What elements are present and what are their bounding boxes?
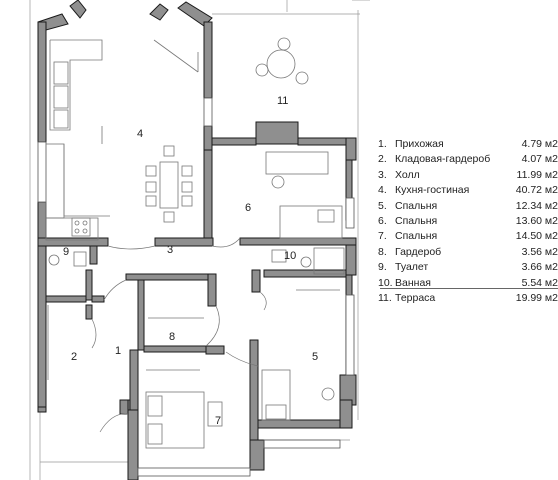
legend-room-area: 19.99 м2: [515, 291, 558, 304]
legend-room-area: 4.07 м2: [521, 153, 558, 166]
legend-row: 10.Ванная 5.54 м2: [378, 277, 558, 292]
legend-room-area: 13.60 м2: [515, 214, 558, 227]
legend-room-name: Спальня: [395, 230, 438, 243]
legend-row: 4. Кухня-гостиная 40.72 м2: [378, 184, 558, 199]
legend-room-name: Кладовая-гардероб: [395, 153, 491, 166]
legend-number: 6.: [378, 214, 387, 227]
legend-room-name: Туалет: [395, 261, 429, 274]
legend-number: 3.: [378, 168, 387, 181]
legend-room-area: 40.72 м2: [515, 184, 558, 197]
guide-lines: [29, 0, 370, 480]
legend-number: 9.: [378, 261, 387, 274]
legend-room-area: 3.56 м2: [521, 245, 558, 258]
legend-row: 1. Прихожая 4.79 м2: [378, 138, 558, 153]
room-number: 9: [63, 246, 69, 258]
legend-room-name: Спальня: [395, 199, 438, 212]
legend-number: 11.: [378, 291, 392, 304]
dimension-label: 16800: [0, 212, 2, 238]
legend-room-area: 12.34 м2: [515, 199, 558, 212]
room-number: 1: [115, 345, 121, 357]
legend-room-name: Терраса: [395, 291, 436, 304]
legend-number: 1.: [378, 138, 387, 150]
room-number: 3: [167, 244, 173, 256]
doors: [91, 237, 267, 433]
legend-room-name: Кухня-гостиная: [395, 184, 470, 197]
legend-room-name: Гардероб: [395, 245, 442, 258]
room-number: 2: [71, 351, 77, 363]
legend-row: 2. Кладовая-гардероб 4.07 м2: [378, 153, 558, 168]
room-number: 6: [245, 202, 251, 214]
legend-row: 8. Гардероб 3.56 м2: [378, 246, 558, 261]
room-number: 5: [312, 351, 318, 363]
legend-number: 5.: [378, 199, 387, 212]
legend-row: 9. Туалет 3.66 м2: [378, 261, 558, 276]
legend-room-name: Спальня: [395, 214, 438, 227]
room-number: 7: [215, 415, 221, 427]
legend-room-name: Прихожая: [395, 138, 444, 150]
room-numbers: 1 2 3 4 5 6 7 8 9 10 11: [63, 95, 318, 427]
legend-room-area: 11.99 м2: [516, 168, 558, 181]
windows: [37, 97, 355, 477]
legend-room-area: 5.54 м2: [521, 276, 558, 289]
legend-number: 8.: [378, 245, 387, 258]
legend-room-name: Ванная: [395, 276, 431, 289]
legend-row: 5. Спальня 12.34 м2: [378, 200, 558, 215]
walls: [37, 0, 357, 480]
room-number: 4: [137, 128, 143, 140]
room-number: 10: [284, 250, 296, 262]
room-legend: 1. Прихожая 4.79 м2 2. Кладовая-гардероб 4.07…: [378, 138, 558, 307]
legend-room-name: Холл: [395, 168, 420, 181]
legend-row: 3. Холл 11.99 м2: [378, 169, 558, 184]
legend-row: 11.Терраса 19.99 м2: [378, 292, 558, 307]
legend-row: 7. Спальня 14.50 м2: [378, 230, 558, 245]
legend-room-area: 14.50 м2: [515, 230, 558, 243]
legend-room-area: 3.66 м2: [521, 261, 558, 274]
legend-number: 4.: [378, 184, 387, 197]
room-number: 11: [277, 95, 288, 107]
legend-number: 10.: [378, 276, 393, 289]
furniture: [45, 37, 345, 449]
legend-number: 7.: [378, 230, 387, 243]
room-number: 8: [169, 331, 175, 343]
legend-divider: [380, 288, 558, 289]
legend-room-area: 4.79 м2: [521, 138, 558, 150]
legend-row: 6. Спальня 13.60 м2: [378, 215, 558, 230]
legend-number: 2.: [378, 153, 387, 166]
